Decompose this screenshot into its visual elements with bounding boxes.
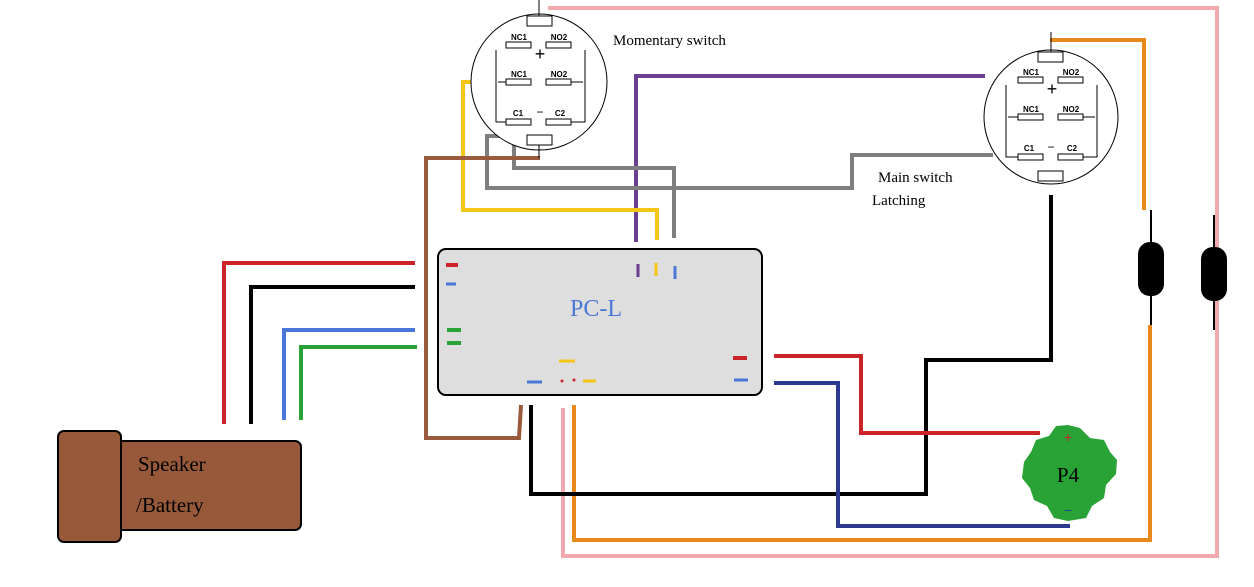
terminal-no2: NO2 — [551, 33, 568, 42]
terminal-c2: C2 — [555, 109, 566, 118]
momentary-switch-label: Momentary switch — [613, 33, 726, 49]
terminal-nc1: NC1 — [511, 33, 528, 42]
led-minus-label: − — [1064, 502, 1072, 518]
resistor-right — [1201, 215, 1227, 330]
battery-label: /Battery — [136, 493, 204, 517]
switch-minus: − — [1047, 140, 1054, 154]
wire-orange-bottom — [572, 325, 1152, 542]
terminal-no2: NO2 — [1063, 68, 1080, 77]
main-switch-type-label: Latching — [872, 193, 926, 209]
speaker-label: Speaker — [138, 452, 206, 476]
led-p4: + P4 − — [1022, 425, 1117, 521]
momentary-switch: + NC1 NO2 NC1 NO2 C1 C2 − — [470, 0, 608, 158]
switch-minus: − — [536, 105, 543, 119]
wire-green-speaker — [299, 345, 417, 420]
wire-red-led — [774, 354, 1040, 435]
wire-black-speaker — [249, 285, 415, 424]
wire-purple — [634, 74, 985, 242]
led-plus-label: + — [1064, 429, 1072, 445]
terminal-c1: C1 — [1024, 144, 1035, 153]
terminal-nc1: NC1 — [1023, 105, 1040, 114]
terminal-no2: NO2 — [551, 70, 568, 79]
led-label: P4 — [1057, 463, 1080, 487]
speaker-battery: Speaker /Battery — [57, 430, 302, 543]
terminal-nc1: NC1 — [511, 70, 528, 79]
board-label: PC-L — [570, 296, 622, 322]
switch-plus: + — [535, 44, 546, 64]
main-switch-label: Main switch — [878, 170, 953, 186]
wire-blue-speaker — [282, 328, 415, 420]
wire-orange-top — [1050, 38, 1146, 210]
terminal-c2: C2 — [1067, 144, 1078, 153]
wire-brown — [424, 156, 540, 440]
terminal-no2: NO2 — [1063, 105, 1080, 114]
terminal-c1: C1 — [513, 109, 524, 118]
wire-red-speaker — [222, 261, 415, 424]
pcl-board: PC-L — [437, 248, 763, 396]
terminal-nc1: NC1 — [1023, 68, 1040, 77]
wire-pink — [548, 6, 1219, 558]
wire-black-led — [529, 195, 1053, 496]
switch-plus: + — [1047, 79, 1058, 99]
wire-navy-led — [774, 381, 1070, 528]
resistor-left — [1138, 210, 1164, 325]
main-switch: + NC1 NO2 NC1 NO2 C1 C2 − — [983, 32, 1119, 185]
wire-gray-main — [485, 134, 993, 238]
